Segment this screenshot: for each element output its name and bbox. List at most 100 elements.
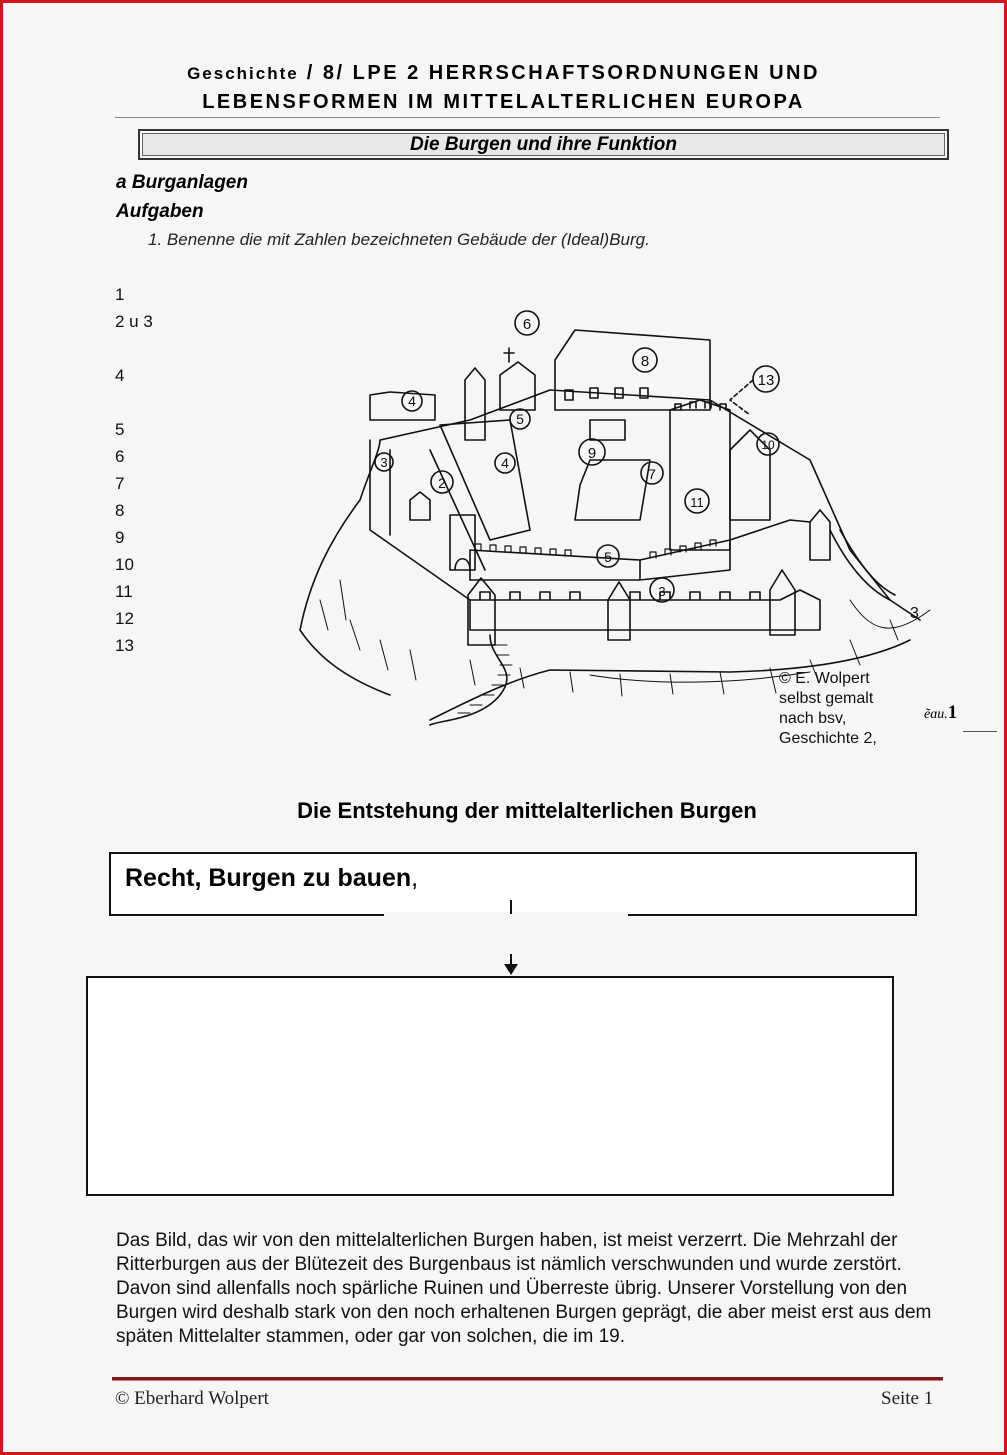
credit-line-2: selbst gemalt (779, 690, 874, 707)
footer-divider (112, 1377, 943, 1381)
building-three (369, 391, 436, 421)
origin-heading: Die Entstehung der mittelalterlichen Bur… (297, 798, 757, 823)
answer-box-right-comma: , (411, 864, 419, 892)
keep (464, 367, 486, 441)
callout-7-label: 7 (648, 466, 656, 482)
tower-eleven (669, 399, 731, 551)
figure-note: ẽɑu.1 (924, 702, 957, 724)
hill-rock (299, 389, 921, 721)
callout-4-upper-label: 4 (501, 455, 509, 471)
header-divider (115, 117, 940, 118)
answer-number-8: 8 (115, 501, 125, 520)
rope (589, 599, 931, 683)
section-title: Die Burgen und ihre Funktion (138, 129, 949, 160)
outer-wall (469, 589, 821, 631)
answer-number-13: 13 (115, 636, 134, 655)
tower-mid (607, 581, 631, 641)
inner-wall (469, 519, 811, 581)
tower-right (769, 569, 796, 636)
credit-line-1: © E. Wolpert (779, 670, 870, 687)
callout-2-label: 3 (380, 455, 387, 470)
header-subject: Geschichte (187, 64, 299, 83)
callout-7: 7 (640, 461, 664, 485)
connector-line (510, 900, 512, 914)
part-a-heading: a Burganlagen (116, 172, 248, 193)
callout-11-label: 11 (690, 495, 704, 510)
footer-page-number: Seite 1 (881, 1388, 934, 1409)
callout-13-label: 3 (658, 584, 665, 599)
callout-12: 13 (752, 365, 780, 393)
answer-box-right-text: Recht, Burgen zu bauen, (125, 864, 418, 893)
zwinger (439, 419, 531, 541)
image-credit: © E. Wolpert selbst gemalt nach bsv, Ges… (779, 669, 877, 749)
tower-left (467, 577, 496, 646)
answer-number-1: 1 (115, 285, 125, 304)
callout-6: 6 (514, 310, 540, 336)
house-one (409, 491, 431, 521)
answer-number-7: 7 (115, 474, 125, 493)
body-paragraph: Das Bild, das wir von den mittelalterlic… (116, 1230, 932, 1347)
palas (554, 329, 711, 441)
tasks-heading: Aufgaben (116, 201, 204, 222)
callout-13: 3 (649, 577, 675, 603)
callout-12-label: 13 (758, 372, 775, 389)
callout-10: 10 (756, 432, 780, 456)
chapel (499, 347, 536, 411)
building-ten (729, 429, 771, 521)
answer-box-large[interactable] (86, 976, 894, 1196)
gate-tower (449, 514, 476, 571)
callout-4-lower: 5 (596, 544, 620, 568)
task-1: 1. Benenne die mit Zahlen bezeichneten G… (148, 230, 650, 249)
answer-box-right-label: Recht, Burgen zu bauen (125, 864, 412, 892)
figure-note-prefix: ẽɑu. (924, 707, 948, 722)
figure-note-number: 1 (947, 702, 958, 723)
arrow-stem (510, 954, 512, 966)
header-line-1: Geschichte / 8/ LPE 2 HERRSCHAFTSORDNUNG… (0, 62, 1007, 85)
bridge (829, 529, 896, 601)
hill-strokes (319, 579, 899, 697)
callout-3-label: 4 (408, 393, 416, 409)
callout-4-lower-label: 5 (604, 549, 612, 565)
answer-number-6: 6 (115, 447, 125, 466)
callout-10-label: 10 (761, 438, 775, 452)
callout-8: 8 (632, 347, 658, 373)
tower-far-right (809, 509, 831, 561)
gatehouse-house (574, 459, 651, 521)
arrow-down-icon (504, 964, 518, 975)
answer-number-11: 11 (115, 582, 133, 601)
callout-3: 4 (401, 390, 423, 412)
header-line-2: LEBENSFORMEN IM MITTELALTERLICHEN EUROPA (202, 91, 805, 113)
stray-label-3a: 3 (910, 605, 919, 622)
answer-number-4: 4 (115, 366, 125, 385)
answer-box-right[interactable]: Recht, Burgen zu bauen, (109, 852, 917, 916)
answer-number-2-3: 2 u 3 (115, 312, 153, 331)
page (3, 3, 1004, 1452)
header-line-1-rest: / 8/ LPE 2 HERRSCHAFTSORDNUNGEN UND (306, 62, 820, 84)
footer-author: © Eberhard Wolpert (115, 1388, 269, 1409)
answer-number-5: 5 (115, 420, 125, 439)
callout-5: 5 (509, 408, 531, 430)
callout-1: 2 (430, 470, 454, 494)
credit-line-3: nach bsv, (779, 710, 847, 727)
stairs (457, 644, 513, 714)
box-gap (384, 912, 628, 918)
callout-5-label: 5 (516, 411, 524, 427)
callout-8-label: 8 (641, 353, 649, 370)
castle-illustration: 6 8 13 4 5 9 10 3 4 7 2 11 5 3 3 (299, 310, 931, 726)
callout-11: 11 (684, 488, 710, 514)
figure-note-line (963, 731, 997, 732)
callout-9: 9 (578, 438, 606, 466)
answer-number-9: 9 (115, 528, 125, 547)
answer-number-10: 10 (115, 555, 134, 574)
credit-line-4: Geschichte 2, (779, 730, 877, 747)
answer-number-12: 12 (115, 609, 134, 628)
callout-2: 3 (374, 452, 394, 472)
callout-6-label: 6 (523, 316, 531, 333)
callout-1-label: 2 (438, 475, 446, 491)
callout-4-upper: 4 (494, 452, 516, 474)
callout-9-label: 9 (588, 445, 596, 462)
callout-12-leader (729, 379, 754, 416)
stair-path (429, 634, 508, 726)
inner-crenel (474, 539, 717, 559)
